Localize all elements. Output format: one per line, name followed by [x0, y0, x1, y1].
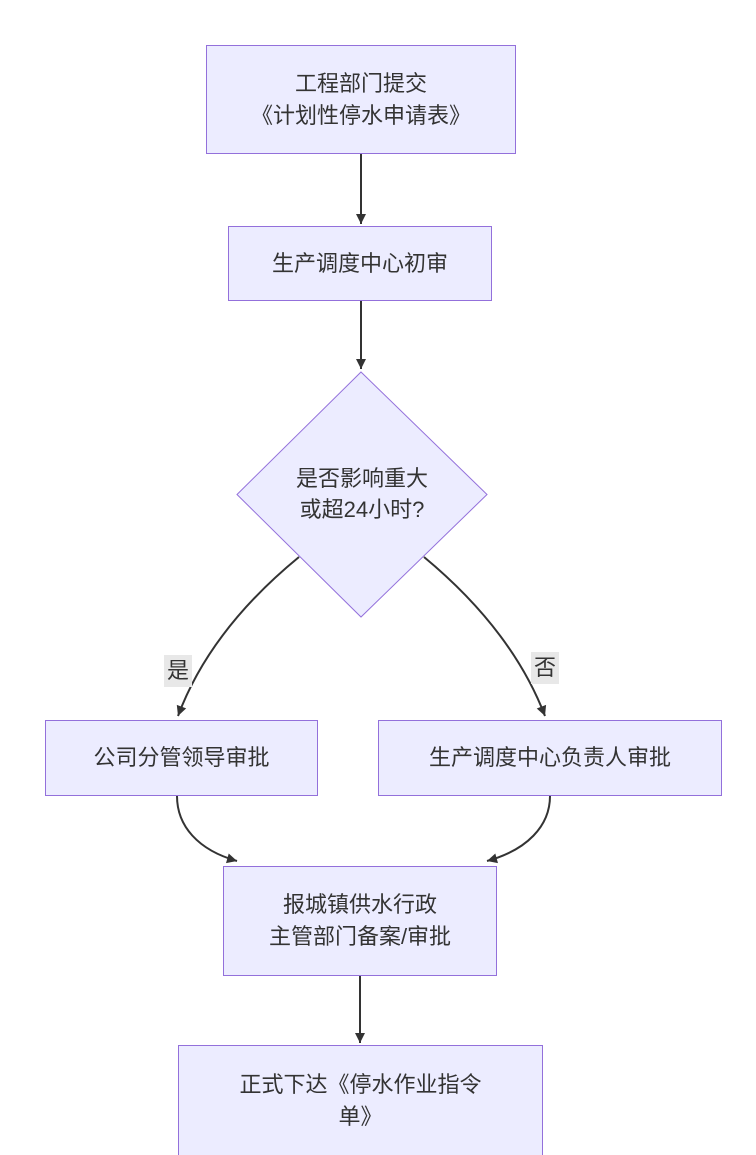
- node-dispatch-center-head-approval: 生产调度中心负责人审批: [378, 720, 722, 796]
- edge-decision-to-leader: [176, 556, 300, 717]
- node-issue-shutdown-order: 正式下达《停水作业指令 单》: [178, 1045, 543, 1155]
- node-report-water-authority: 报城镇供水行政 主管部门备案/审批: [223, 866, 497, 976]
- node-submit-application: 工程部门提交 《计划性停水申请表》: [206, 45, 516, 154]
- edge-leader-to-gov: [176, 795, 238, 864]
- node-decision-major-impact: 是否影响重大 或超24小时?: [295, 466, 428, 522]
- edge-label-yes: 是: [163, 655, 193, 687]
- node-dispatch-center-initial-review: 生产调度中心初审: [228, 226, 492, 301]
- node-company-leader-approval: 公司分管领导审批: [45, 720, 318, 796]
- edge-label-no: 否: [530, 652, 560, 684]
- decision-diamond-shape: [236, 371, 488, 618]
- edge-center-head-to-gov: [486, 795, 551, 864]
- edge-decision-to-center-head: [423, 556, 547, 717]
